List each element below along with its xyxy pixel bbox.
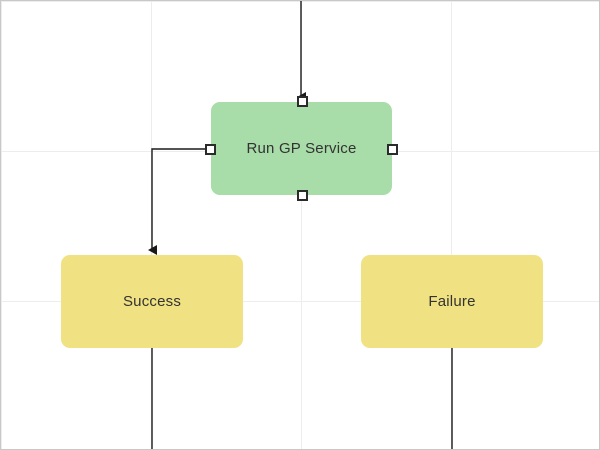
port-left-handle[interactable] xyxy=(205,143,216,155)
node-run-gp-service[interactable]: Run GP Service xyxy=(205,96,398,201)
node-label: Run GP Service xyxy=(246,140,357,157)
node-label: Failure xyxy=(428,293,476,310)
node-label: Success xyxy=(122,293,182,310)
node-success[interactable]: Success xyxy=(61,255,243,348)
port-top-handle[interactable] xyxy=(296,96,308,107)
edge-run-to-success[interactable] xyxy=(148,148,205,255)
port-bottom-handle[interactable] xyxy=(296,190,308,201)
port-right-handle[interactable] xyxy=(387,143,398,155)
node-failure[interactable]: Failure xyxy=(361,255,543,348)
